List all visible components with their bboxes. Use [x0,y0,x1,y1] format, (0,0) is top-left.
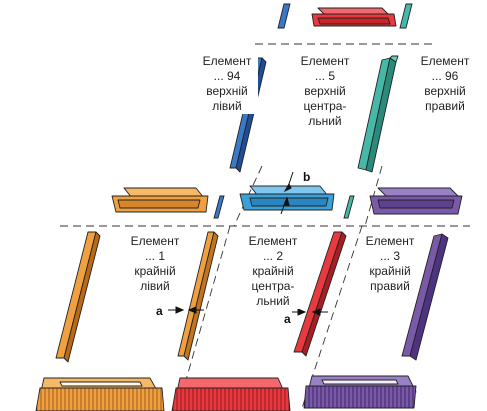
label-upper-right-line1: Елемент [420,54,470,68]
label-upper-center: Елемент ... 5 верхній центра- льний [294,54,356,129]
label-lower-center-line4: центра- [251,279,295,293]
label-upper-left-line3: верхній [206,84,248,98]
label-lower-right-line3: крайній [369,264,411,278]
label-upper-center-line2: ... 5 [314,69,335,83]
label-lower-center: Елемент ... 2 крайній центра- льний [240,234,306,309]
label-lower-center-line3: крайній [252,264,294,278]
small-teal-strip [343,195,355,219]
upper-right-strip-top [399,3,413,29]
label-lower-left-line3: крайній [134,264,176,278]
dimension-b-label: b [303,170,311,184]
dimension-b-arrows [280,171,294,215]
dimension-a-label-left: a [156,304,163,318]
label-upper-left-line1: Елемент [202,54,252,68]
label-lower-left: Елемент ... 1 крайній лівий [122,234,188,294]
red-bottom-skirt [171,377,291,411]
label-upper-center-line1: Елемент [300,54,350,68]
label-upper-right: Елемент ... 96 верхній правий [414,54,476,114]
label-upper-center-line4: центра- [303,99,347,113]
small-blue-strip [213,195,225,219]
purple-top-flashing [369,187,463,215]
dimension-a-arrows [168,306,328,316]
label-lower-center-line2: ... 2 [262,249,283,263]
upper-center-flashing-top [311,7,397,27]
label-lower-right-line2: ... 3 [379,249,400,263]
label-upper-left-line2: ... 94 [213,69,241,83]
label-upper-center-line3: верхній [304,84,346,98]
label-lower-right: Елемент ... 3 крайній правий [362,234,418,294]
dimension-a-label-center: a [284,312,291,326]
orange-top-flashing [111,187,209,213]
label-lower-center-line1: Елемент [248,234,298,248]
label-lower-left-line1: Елемент [130,234,180,248]
label-upper-left-line4: лівий [212,99,242,113]
lower-left-side-piece [55,231,101,363]
label-upper-center-line5: льний [308,114,342,128]
label-lower-right-line1: Елемент [365,234,415,248]
upper-left-strip-top [277,3,291,29]
label-lower-left-line2: ... 1 [144,249,165,263]
upper-right-side-piece [357,55,399,173]
lower-left-inner-piece [177,231,219,361]
label-upper-left: Елемент ... 94 верхній лівий [196,54,258,114]
label-lower-right-line4: правий [370,279,410,293]
label-upper-right-line4: правий [425,99,465,113]
label-upper-right-line2: ... 96 [431,69,459,83]
label-lower-center-line5: льний [256,294,290,308]
lower-right-purple-piece [401,233,449,361]
label-lower-left-line4: лівий [140,279,170,293]
label-upper-right-line3: верхній [424,84,466,98]
purple-bottom-skirt [303,375,417,409]
orange-bottom-skirt [35,377,165,411]
